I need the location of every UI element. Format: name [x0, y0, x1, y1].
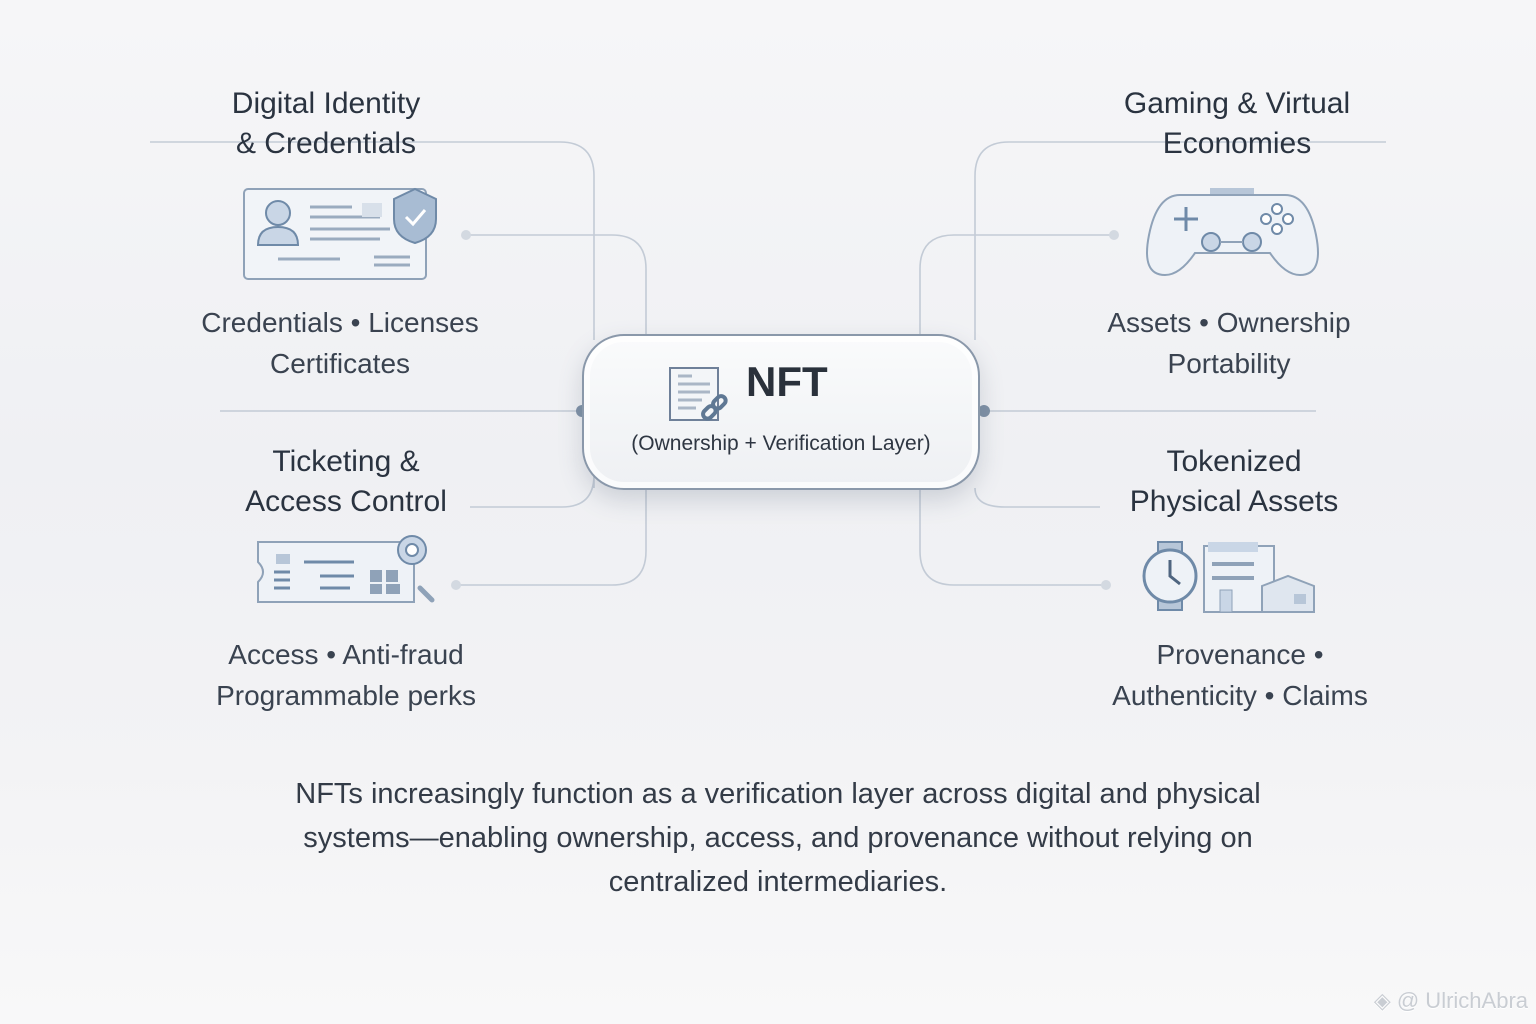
title-line: & Credentials — [235, 127, 417, 160]
document-link-icon — [669, 367, 728, 421]
watermark: ◈ @ UlrichAbra — [1374, 988, 1528, 1014]
watermark-text: @ UlrichAbra — [1396, 988, 1528, 1013]
node-title-ticketing: Ticketing & Access Control — [166, 442, 526, 522]
subtitle-line: Certificates — [269, 348, 411, 379]
node-subtitle-gaming: Assets • Ownership Portability — [1029, 302, 1429, 384]
subtitle-line: Credentials • Licenses — [201, 307, 479, 338]
subtitle-line: Programmable perks — [216, 680, 476, 711]
title-line: Physical Assets — [1129, 485, 1339, 518]
title-line: Access Control — [245, 485, 447, 518]
gamepad-icon — [1146, 188, 1319, 277]
title-line: Economies — [1162, 127, 1312, 160]
subtitle-line: Assets • Ownership — [1107, 307, 1351, 338]
node-title-gaming: Gaming & Virtual Economies — [1057, 84, 1417, 164]
node-subtitle-ticketing: Access • Anti-fraud Programmable perks — [146, 634, 546, 716]
caption-line: NFTs increasingly function as a verifica… — [295, 778, 1261, 810]
nft-subtitle: (Ownership + Verification Layer) — [631, 432, 931, 455]
watch-buildings-icon — [1142, 541, 1315, 613]
node-subtitle-tokenized: Provenance • Authenticity • Claims — [1040, 634, 1440, 716]
node-title-tokenized: Tokenized Physical Assets — [1054, 442, 1414, 522]
nft-center-node: NFT (Ownership + Verification Layer) — [582, 334, 980, 490]
subtitle-line: Access • Anti-fraud — [228, 639, 464, 670]
ticket-icon — [257, 535, 435, 603]
subtitle-line: Authenticity • Claims — [1112, 680, 1368, 711]
subtitle-line: Portability — [1167, 348, 1291, 379]
footer-caption: NFTs increasingly function as a verifica… — [180, 772, 1376, 904]
nft-title: NFT — [746, 358, 828, 405]
subtitle-line: Provenance • — [1156, 639, 1324, 670]
title-line: Digital Identity — [231, 87, 421, 120]
diamond-logo-icon: ◈ — [1373, 988, 1397, 1013]
title-line: Gaming & Virtual — [1123, 87, 1351, 120]
title-line: Tokenized — [1166, 445, 1302, 478]
node-subtitle-digital-identity: Credentials • Licenses Certificates — [140, 302, 540, 384]
id-card-shield-icon — [243, 187, 437, 280]
caption-line: systems—enabling ownership, access, and … — [303, 822, 1253, 854]
caption-line: centralized intermediaries. — [608, 866, 948, 898]
title-line: Ticketing & — [272, 445, 420, 478]
node-title-digital-identity: Digital Identity & Credentials — [146, 84, 506, 164]
